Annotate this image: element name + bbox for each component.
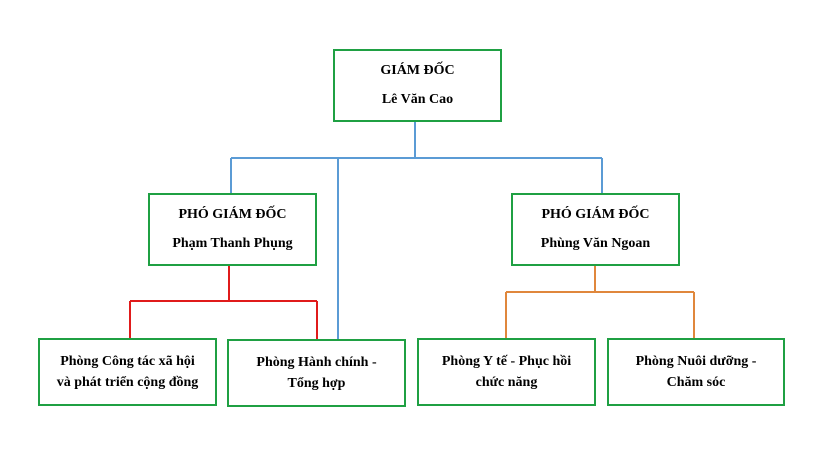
director-name: Lê Văn Cao [381,91,454,107]
dept-care-line2: Chăm sóc [666,375,726,390]
dept-medical-line2: chức năng [475,375,538,390]
director-title: GIÁM ĐỐC [380,62,455,78]
deputy-right-title: PHÓ GIÁM ĐỐC [541,206,650,222]
dept-social-line2: và phát triển cộng đồng [56,375,199,390]
dept-admin-line1: Phòng Hành chính - [256,355,377,370]
deputy-right-box: PHÓ GIÁM ĐỐC Phùng Văn Ngoan [511,193,680,266]
dept-care-line1: Phòng Nuôi dưỡng - [635,354,757,369]
dept-admin-line2: Tổng hợp [287,376,346,391]
dept-medical-box: Phòng Y tế - Phục hồi chức năng [417,338,596,406]
deputy-right-name: Phùng Văn Ngoan [540,235,651,251]
dept-social-line1: Phòng Công tác xã hội [60,354,195,369]
deputy-left-name: Phạm Thanh Phụng [172,235,293,251]
director-box: GIÁM ĐỐC Lê Văn Cao [333,49,502,122]
dept-admin-box: Phòng Hành chính - Tổng hợp [227,339,406,407]
deputy-left-box: PHÓ GIÁM ĐỐC Phạm Thanh Phụng [148,193,317,266]
dept-social-box: Phòng Công tác xã hội và phát triển cộng… [38,338,217,406]
dept-medical-line1: Phòng Y tế - Phục hồi [441,354,572,369]
dept-care-box: Phòng Nuôi dưỡng - Chăm sóc [607,338,785,406]
deputy-left-title: PHÓ GIÁM ĐỐC [178,206,287,222]
